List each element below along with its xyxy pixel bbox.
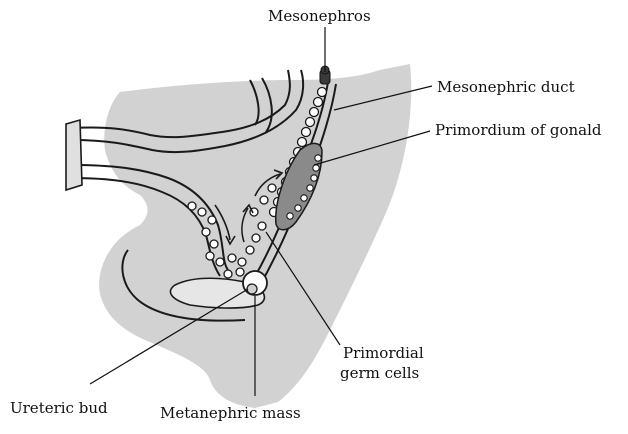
label-primordium-gonad: Primordium of gonald <box>435 121 602 139</box>
label-germ-cells-1: Primordial <box>343 344 424 362</box>
label-ureteric-bud: Ureteric bud <box>10 399 108 417</box>
label-germ-cells-2: germ cells <box>340 364 419 382</box>
ureteric-bud-shape <box>247 284 257 294</box>
label-mesonephric-duct: Mesonephric duct <box>437 78 575 96</box>
label-metanephric-mass: Metanephric mass <box>160 404 301 422</box>
label-mesonephros: Mesonephros <box>268 7 371 25</box>
tube-cap <box>66 120 82 190</box>
